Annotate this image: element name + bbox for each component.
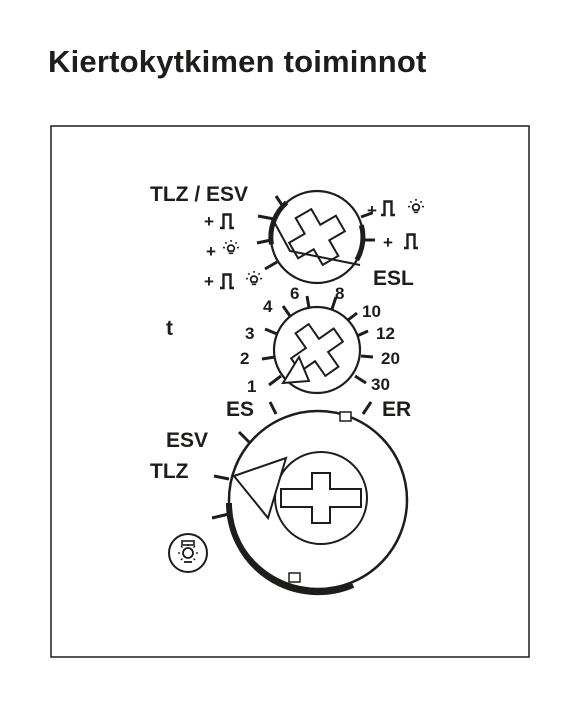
- plus-sign: +: [206, 242, 216, 261]
- tlz-label: TLZ: [150, 460, 189, 483]
- plus-sign: +: [204, 212, 214, 231]
- top-dial-right-arc: [354, 224, 366, 262]
- mode-dial: [211, 401, 409, 596]
- es-label: ES: [226, 398, 254, 421]
- plus-sign: +: [367, 201, 377, 220]
- left-option-lamp: +: [206, 239, 240, 261]
- mode-dial-bottom-arc: [225, 502, 355, 596]
- top-dial: [256, 189, 375, 285]
- time-value-6: 6: [290, 284, 299, 303]
- time-dial: [261, 295, 374, 395]
- time-value-3: 3: [245, 324, 254, 343]
- mode-dial-screw-head: [280, 472, 362, 524]
- time-value-20: 20: [381, 349, 400, 368]
- page-title: Kiertokytkimen toiminnot: [48, 44, 427, 79]
- pulse-icon: [218, 273, 236, 290]
- time-dial-pointer: [281, 354, 311, 385]
- time-label: t: [166, 317, 173, 340]
- top-dial-pointer: [271, 217, 361, 266]
- pulse-icon: [218, 213, 236, 230]
- lamp-icon: [222, 239, 240, 255]
- right-option-pulse: +: [383, 233, 420, 252]
- mode-dial-pointer: [232, 456, 288, 521]
- esv-label: ESV: [166, 429, 208, 452]
- lamp-icon: [245, 270, 263, 286]
- lamp-button-icon: [168, 533, 208, 573]
- time-dial-screw-head: [289, 322, 345, 378]
- tlz-esv-label: TLZ / ESV: [150, 183, 248, 206]
- pulse-icon: [379, 200, 397, 217]
- time-value-4: 4: [263, 297, 273, 316]
- right-option-pulse-lamp: +: [367, 198, 425, 220]
- plus-sign: +: [204, 272, 214, 291]
- plus-sign: +: [383, 233, 393, 252]
- mode-dial-top-notch: [339, 411, 352, 422]
- er-label: ER: [382, 398, 411, 421]
- mode-dial-bottom-notch: [288, 572, 301, 583]
- time-value-12: 12: [376, 324, 395, 343]
- time-value-1: 1: [247, 377, 256, 396]
- time-value-30: 30: [371, 375, 390, 394]
- diagram-frame: [50, 125, 530, 658]
- time-value-10: 10: [362, 302, 381, 321]
- time-value-2: 2: [240, 349, 249, 368]
- left-option-pulse: +: [204, 212, 236, 231]
- left-option-pulse-lamp: +: [204, 270, 263, 291]
- lamp-icon: [407, 198, 425, 214]
- top-dial-screw-head: [287, 207, 347, 267]
- pulse-icon: [402, 233, 420, 250]
- esl-label: ESL: [373, 267, 414, 290]
- time-value-8: 8: [335, 284, 344, 303]
